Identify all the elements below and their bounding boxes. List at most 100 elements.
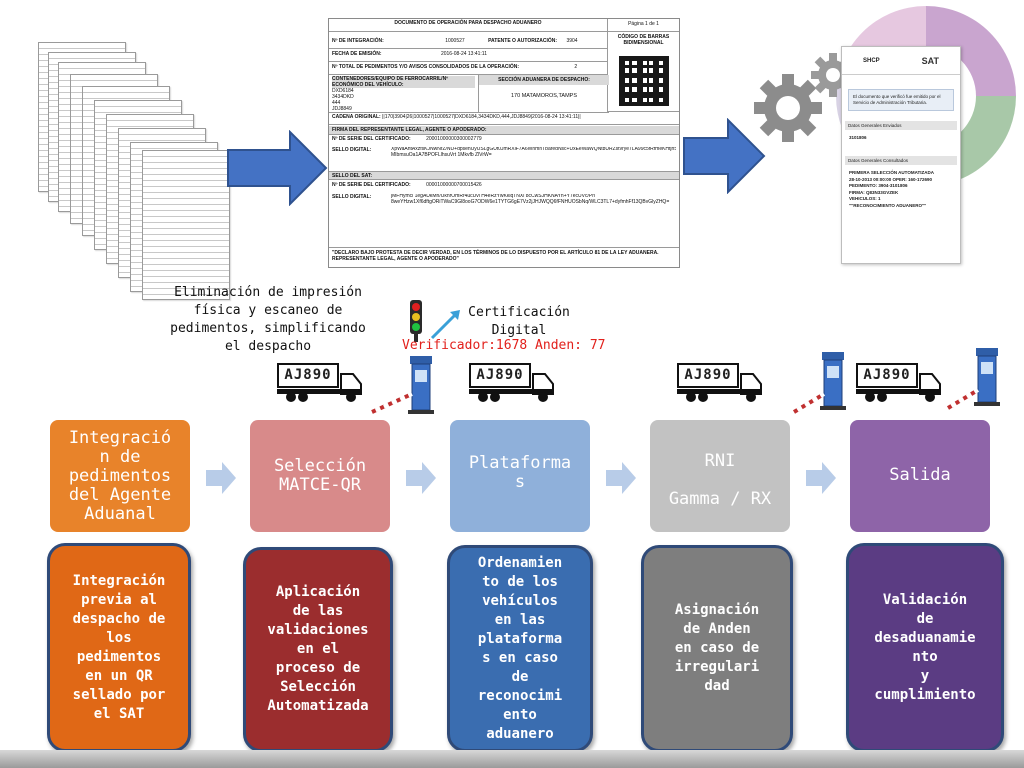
step-label: Plataforma s — [468, 453, 572, 492]
description-card: Ordenamien to de los vehículos en las pl… — [447, 545, 593, 752]
seal-label: SELLO DIGITAL: — [332, 194, 372, 200]
shcp-logo: SHCP — [862, 57, 880, 64]
cert-label: Nº DE SERIE DEL CERTIFICADO: — [332, 136, 411, 142]
description-text: Integración previa al despacho de los pe… — [72, 572, 166, 722]
consulted-line: 28-10-2013 00:00:00 OPER: 160-172690 — [849, 176, 933, 182]
qr-code-icon — [619, 56, 669, 106]
link-arrow-icon — [430, 310, 460, 340]
toll-booth-icon — [371, 356, 434, 414]
declaration-text: "DECLARO BAJO PROTESTA DE DECIR VERDAD, … — [329, 247, 679, 264]
customs-document: DOCUMENTO DE OPERACIÓN PARA DESPACHO ADU… — [328, 18, 680, 268]
container-item: 444 — [332, 100, 341, 106]
footer-bar — [0, 750, 1024, 768]
truck-plate: AJ890 — [469, 363, 531, 388]
toll-booth-icon — [946, 348, 1000, 410]
step-exit: Salida — [850, 420, 990, 532]
sat-verification-panel: SHCP SAT El documento que verificó fue e… — [841, 46, 961, 264]
total-label: Nº TOTAL DE PEDIMENTOS Y/O AVISOS CONSOL… — [332, 64, 520, 70]
containers-box: CONTENEDORES/EQUIPO DE FERROCARRIL/Nº EC… — [329, 75, 479, 113]
step-platforms: Plataforma s — [450, 420, 590, 532]
cert-row-1: Nº DE SERIE DEL CERTIFICADO: 20001000000… — [329, 135, 679, 145]
verifier-text: Verificador:1678 Anden: 77 — [402, 338, 606, 353]
truck-plate: AJ890 — [677, 363, 739, 388]
cert-label: Nº DE SERIE DEL CERTIFICADO: — [332, 182, 411, 188]
seal-label: SELLO DIGITAL: — [332, 147, 372, 153]
consulted-line: FIRMA: Q83N33GVZEK — [849, 189, 899, 195]
total-row: Nº TOTAL DE PEDIMENTOS Y/O AVISOS CONSOL… — [329, 63, 607, 75]
sent-data-title: Datos Generales Enviados — [845, 120, 957, 130]
cert-value: 00001000000700015426 — [426, 182, 482, 188]
step-integration: Integració n de pedimentos del Agente Ad… — [50, 420, 190, 532]
customs-label: SECCIÓN ADUANERA DE DESPACHO: — [479, 75, 609, 85]
emission-row: FECHA DE EMISIÓN: 2016-08-24 13:41:11 — [329, 50, 607, 62]
consulted-line: PEDIMENTO: 3904-3101806 — [849, 183, 908, 189]
step-label: Selección MATCE-QR — [273, 456, 367, 495]
traffic-light-icon — [410, 300, 422, 342]
flow-arrow-right — [227, 130, 328, 206]
cert-value: 20001000000300002779 — [426, 136, 482, 142]
form-sheet — [142, 150, 230, 300]
chevron-right-icon — [806, 462, 836, 494]
description-card: Asignación de Anden en caso de irregular… — [641, 545, 793, 752]
sent-data-value: 3101806 — [849, 134, 867, 140]
sat-notice: El documento que verificó fue emitido po… — [848, 89, 954, 111]
description-card: Integración previa al despacho de los pe… — [47, 543, 191, 752]
consulted-data-section: Datos Generales Consultados PRIMERA SELE… — [845, 156, 957, 214]
step-label: Integració n de pedimentos del Agente Ad… — [68, 427, 172, 524]
customs-box: SECCIÓN ADUANERA DE DESPACHO: 170 MATAMO… — [479, 75, 609, 113]
certification-caption: Certificación Digital — [468, 305, 570, 338]
sent-data-section: Datos Generales Enviados 3101806 — [845, 120, 957, 147]
seal-value: XpWaAhtAxzfsKJNwNrZ/NU+dpsehUyUSLgGUt0Jm… — [391, 147, 676, 158]
authorization-value: 3904 — [566, 38, 578, 44]
truck-icon: AJ890 — [675, 362, 765, 404]
description-text: Ordenamien to de los vehículos en las pl… — [477, 554, 563, 742]
sat-seal-section-title: SELLO DEL SAT: — [329, 171, 679, 180]
flow-arrow-right — [683, 118, 766, 194]
consulted-line: PRIMERA SELECCIÓN AUTOMATIZADA — [849, 170, 934, 176]
paper-forms-stack — [38, 42, 238, 302]
sat-logo: SAT — [921, 55, 939, 66]
emission-label: FECHA DE EMISIÓN: — [332, 51, 382, 57]
document-title: DOCUMENTO DE OPERACIÓN PARA DESPACHO ADU… — [329, 19, 607, 32]
chevron-right-icon — [606, 462, 636, 494]
container-item: DXD6184 — [332, 88, 354, 94]
document-page: Página 1 de 1 — [607, 19, 679, 32]
seal-value: jMFHymcl 1egAUkMn/UknrOmRr4ucUvl H4eRzYw… — [391, 194, 670, 205]
container-item: 3434DKD — [332, 94, 354, 100]
integration-value: 1000527 — [445, 38, 465, 44]
integration-row: Nº DE INTEGRACIÓN: 1000527 PATENTE O AUT… — [329, 37, 607, 49]
description-card: Validación de desaduanamie nto y cumplim… — [846, 543, 1004, 752]
sat-header: SHCP SAT — [842, 47, 960, 75]
signature-section-title: FIRMA DEL REPRESENTANTE LEGAL, AGENTE O … — [329, 126, 679, 135]
barcode-label: CÓDIGO DE BARRAS BIDIMENSIONAL — [617, 34, 670, 46]
container-item: JDJ8849 — [332, 106, 352, 112]
cert-row-2: Nº DE SERIE DEL CERTIFICADO: 00001000000… — [329, 181, 679, 191]
integration-label: Nº DE INTEGRACIÓN: — [332, 38, 384, 44]
description-text: Asignación de Anden en caso de irregular… — [674, 602, 760, 694]
chevron-right-icon — [406, 462, 436, 494]
consulted-data-title: Datos Generales Consultados — [845, 156, 957, 166]
emission-value: 2016-08-24 13:41:11 — [440, 51, 487, 57]
step-selection: Selección MATCE-QR — [250, 420, 390, 532]
description-text: Aplicación de las validaciones en el pro… — [267, 584, 369, 714]
step-rni: RNI Gamma / RX — [650, 420, 790, 532]
original-chain-label: CADENA ORIGINAL: — [332, 114, 381, 120]
truck-icon: AJ890 — [854, 362, 944, 404]
barcode-box: CÓDIGO DE BARRAS BIDIMENSIONAL — [607, 32, 679, 112]
original-chain-row: CADENA ORIGINAL: ||170|3904|26|1000527|1… — [329, 113, 679, 125]
elimination-caption: Eliminación de impresión física y escane… — [170, 285, 366, 354]
toll-booth-icon — [792, 352, 846, 414]
consulted-line: VEHICULOS: 1 — [849, 196, 881, 202]
gear-icon — [754, 74, 822, 142]
step-label: Salida — [889, 465, 951, 485]
consulted-line: ""RECONOCIMIENTO ADUANERO"" — [849, 202, 927, 208]
truck-icon: AJ890 — [275, 362, 365, 404]
consulted-data-body: PRIMERA SELECCIÓN AUTOMATIZADA 28-10-201… — [845, 165, 957, 214]
total-value: 2 — [574, 64, 578, 70]
customs-value: 170 MATAMOROS,TAMPS — [510, 93, 577, 99]
authorization-label: PATENTE O AUTORIZACIÓN: — [488, 38, 558, 44]
containers-label: CONTENEDORES/EQUIPO DE FERROCARRIL/Nº EC… — [332, 76, 475, 88]
description-text: Validación de desaduanamie nto y cumplim… — [874, 591, 976, 703]
chevron-right-icon — [206, 462, 236, 494]
truck-icon: AJ890 — [467, 362, 557, 404]
